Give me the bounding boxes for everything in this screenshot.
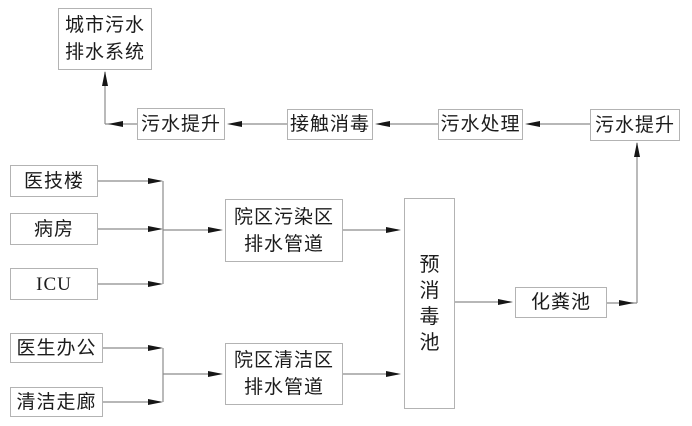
node-sewage-lift-right: 污水提升	[590, 109, 680, 141]
arrowhead-left-icon	[375, 121, 390, 127]
node-label: 污水提升	[140, 113, 221, 135]
node-clean-corridor: 清洁走廊	[10, 387, 103, 417]
arrowhead-right-icon	[208, 371, 223, 377]
arrowhead-left-icon	[108, 121, 123, 127]
node-label: 城市污水	[64, 15, 145, 36]
edge-junction-to-clean-pipe	[163, 371, 223, 377]
edge-septic-to-lift-right	[607, 142, 640, 306]
arrowhead-left-icon	[525, 121, 540, 127]
edge-treatment-to-disinfection	[375, 121, 438, 127]
arrowhead-up-icon	[634, 142, 640, 157]
node-icu: ICU	[10, 268, 98, 300]
edge-disinfection-to-lift-left	[227, 121, 287, 127]
node-label: 医生办公	[16, 337, 97, 359]
node-septic-tank: 化粪池	[515, 287, 607, 318]
node-doctor-office: 医生办公	[10, 333, 103, 363]
node-label: 排水管道	[243, 377, 324, 398]
edge-lift-right-to-treatment	[525, 121, 590, 127]
node-label: 污水处理	[440, 114, 521, 135]
edge-doctor-office-to-junction	[103, 345, 163, 351]
edge-junction-to-contaminated-pipe	[163, 227, 223, 233]
arrowhead-right-icon	[498, 299, 513, 305]
node-city-sewage-system: 城市污水 排水系统	[58, 8, 152, 70]
arrowhead-up-icon	[102, 71, 108, 86]
edge-tank-to-septic	[455, 299, 513, 305]
node-clean-area-pipes: 院区清洁区 排水管道	[225, 343, 343, 405]
node-label: 排水系统	[64, 42, 145, 63]
arrowhead-right-icon	[386, 371, 401, 377]
edge-lift-left-to-city-sewage	[102, 71, 137, 127]
edge-icu-to-junction	[98, 281, 163, 287]
node-label: 院区清洁区	[233, 350, 334, 371]
node-sewage-treatment: 污水处理	[438, 109, 523, 140]
edge-medical-tech-to-junction	[98, 178, 163, 184]
node-label: 院区污染区	[233, 206, 334, 228]
arrowhead-left-icon	[227, 121, 242, 127]
edge-contaminated-pipe-to-tank	[343, 227, 401, 233]
arrowhead-right-icon	[208, 227, 223, 233]
node-label: 接触消毒	[289, 114, 370, 135]
node-label: 排水管道	[243, 233, 324, 255]
node-label: 化粪池	[530, 292, 591, 313]
edge-clean-corridor-to-junction	[103, 399, 163, 405]
arrowhead-right-icon	[148, 345, 163, 351]
node-contaminated-area-pipes: 院区污染区 排水管道	[225, 199, 343, 262]
arrowhead-right-icon	[148, 178, 163, 184]
node-label: 病房	[33, 218, 74, 240]
node-label: 医技楼	[23, 170, 84, 192]
edge-clean-pipe-to-tank	[343, 371, 401, 377]
node-contact-disinfection: 接触消毒	[287, 109, 373, 140]
node-label: 预消毒池	[419, 253, 440, 354]
node-pre-disinfection-tank: 预消毒池	[404, 198, 455, 409]
arrowhead-right-icon	[619, 300, 634, 306]
arrowhead-right-icon	[148, 226, 163, 232]
node-label: 清洁走廊	[16, 391, 97, 413]
node-ward: 病房	[10, 213, 98, 245]
arrowhead-right-icon	[148, 399, 163, 405]
node-label: 污水提升	[594, 114, 675, 136]
node-medical-tech-building: 医技楼	[10, 165, 98, 197]
edge-ward-to-junction	[98, 226, 163, 232]
arrowhead-right-icon	[386, 227, 401, 233]
arrowhead-right-icon	[148, 281, 163, 287]
node-sewage-lift-left: 污水提升	[137, 108, 225, 140]
node-label: ICU	[36, 273, 72, 295]
